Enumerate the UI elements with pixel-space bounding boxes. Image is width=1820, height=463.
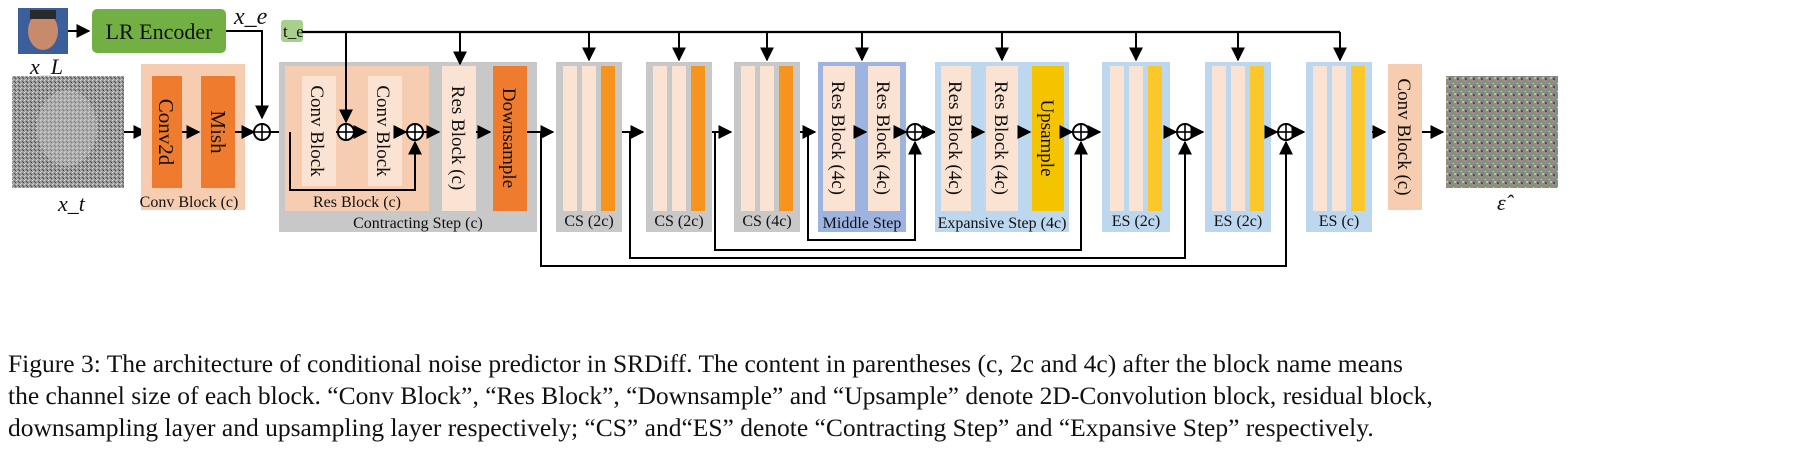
conv-block-out-label: Conv Block (c) xyxy=(1393,78,1414,195)
sum-node-skip-3 xyxy=(1277,123,1295,141)
expansive-res-block-2-label: Res Block (4c) xyxy=(990,81,1011,195)
sum-node-residual-1 xyxy=(406,123,424,141)
es-block-2 xyxy=(1205,62,1271,232)
noisy-input-label: x_t xyxy=(57,191,86,216)
downsample-label: Downsample xyxy=(498,88,519,188)
lr-image-label: x_L xyxy=(29,54,63,79)
expansive-res-block-2 xyxy=(986,66,1018,211)
conv-block-in-caption: Conv Block (c) xyxy=(140,194,239,211)
res-block-caption: Res Block (c) xyxy=(313,194,401,211)
figure-caption: Figure 3: The architecture of conditiona… xyxy=(8,348,1813,444)
conv-block-1 xyxy=(302,76,336,186)
expansive-step-caption: Expansive Step (4c) xyxy=(938,215,1067,232)
conv-block-1-label: Conv Block xyxy=(306,85,327,177)
es-block-3 xyxy=(1306,62,1372,232)
expansive-res-block-1-label: Res Block (4c) xyxy=(944,81,965,195)
res-block-c xyxy=(442,66,476,211)
lr-image xyxy=(18,8,68,54)
conv-block-out xyxy=(1388,64,1422,210)
mish-label: Mish xyxy=(206,110,230,154)
downsample-layer xyxy=(493,66,527,211)
middle-res-block-2-label: Res Block (4c) xyxy=(872,81,893,195)
srdiff-architecture-diagram: x_L LR Encoder x_e x_t Conv2d Mish Conv … xyxy=(12,4,1558,267)
cs-block-3-caption: CS (4c) xyxy=(742,213,791,230)
cs-block-3 xyxy=(734,62,800,232)
output-label: ε̂ xyxy=(1497,190,1515,215)
sum-node-middle xyxy=(906,123,924,141)
upsample-label: Upsample xyxy=(1036,99,1057,176)
contracting-step-caption: Contracting Step (c) xyxy=(353,215,483,232)
time-embedding-label: t_e xyxy=(283,22,304,41)
es-block-1 xyxy=(1102,62,1170,232)
sum-node-skip-2 xyxy=(1176,123,1194,141)
conv2d-layer xyxy=(152,76,182,188)
caption-line-1: Figure 3: The architecture of conditiona… xyxy=(8,349,1403,378)
es-block-2-caption: ES (2c) xyxy=(1214,213,1262,230)
noisy-input-image xyxy=(12,76,124,188)
caption-line-3: downsampling layer and upsampling layer … xyxy=(8,413,1374,442)
predicted-noise-image xyxy=(1446,76,1558,188)
cs-block-2-caption: CS (2c) xyxy=(654,213,703,230)
upsample-layer xyxy=(1032,66,1064,211)
encoder-output-label: x_e xyxy=(233,4,268,30)
sum-node-skip-1 xyxy=(1072,123,1090,141)
es-block-1-caption: ES (2c) xyxy=(1112,213,1160,230)
lr-encoder-label: LR Encoder xyxy=(106,19,214,44)
time-embedding-block xyxy=(281,20,303,42)
middle-res-block-1 xyxy=(823,66,855,211)
expansive-res-block-1 xyxy=(941,66,971,211)
lr-encoder-block xyxy=(92,9,226,53)
cs-block-1-caption: CS (2c) xyxy=(564,213,613,230)
conv2d-label: Conv2d xyxy=(154,99,178,166)
middle-res-block-1-label: Res Block (4c) xyxy=(827,81,848,195)
mish-layer xyxy=(201,76,235,188)
sum-node-encoder xyxy=(253,123,271,141)
conv-block-2-label: Conv Block xyxy=(372,85,393,177)
es-block-3-caption: ES (c) xyxy=(1319,213,1359,230)
res-block-c-label: Res Block (c) xyxy=(447,86,468,190)
cs-block-2 xyxy=(646,62,712,232)
cs-block-1 xyxy=(556,62,622,232)
middle-step-caption: Middle Step xyxy=(823,215,902,232)
sum-node-time-1 xyxy=(337,123,355,141)
caption-line-2: the channel size of each block. “Conv Bl… xyxy=(8,381,1433,410)
